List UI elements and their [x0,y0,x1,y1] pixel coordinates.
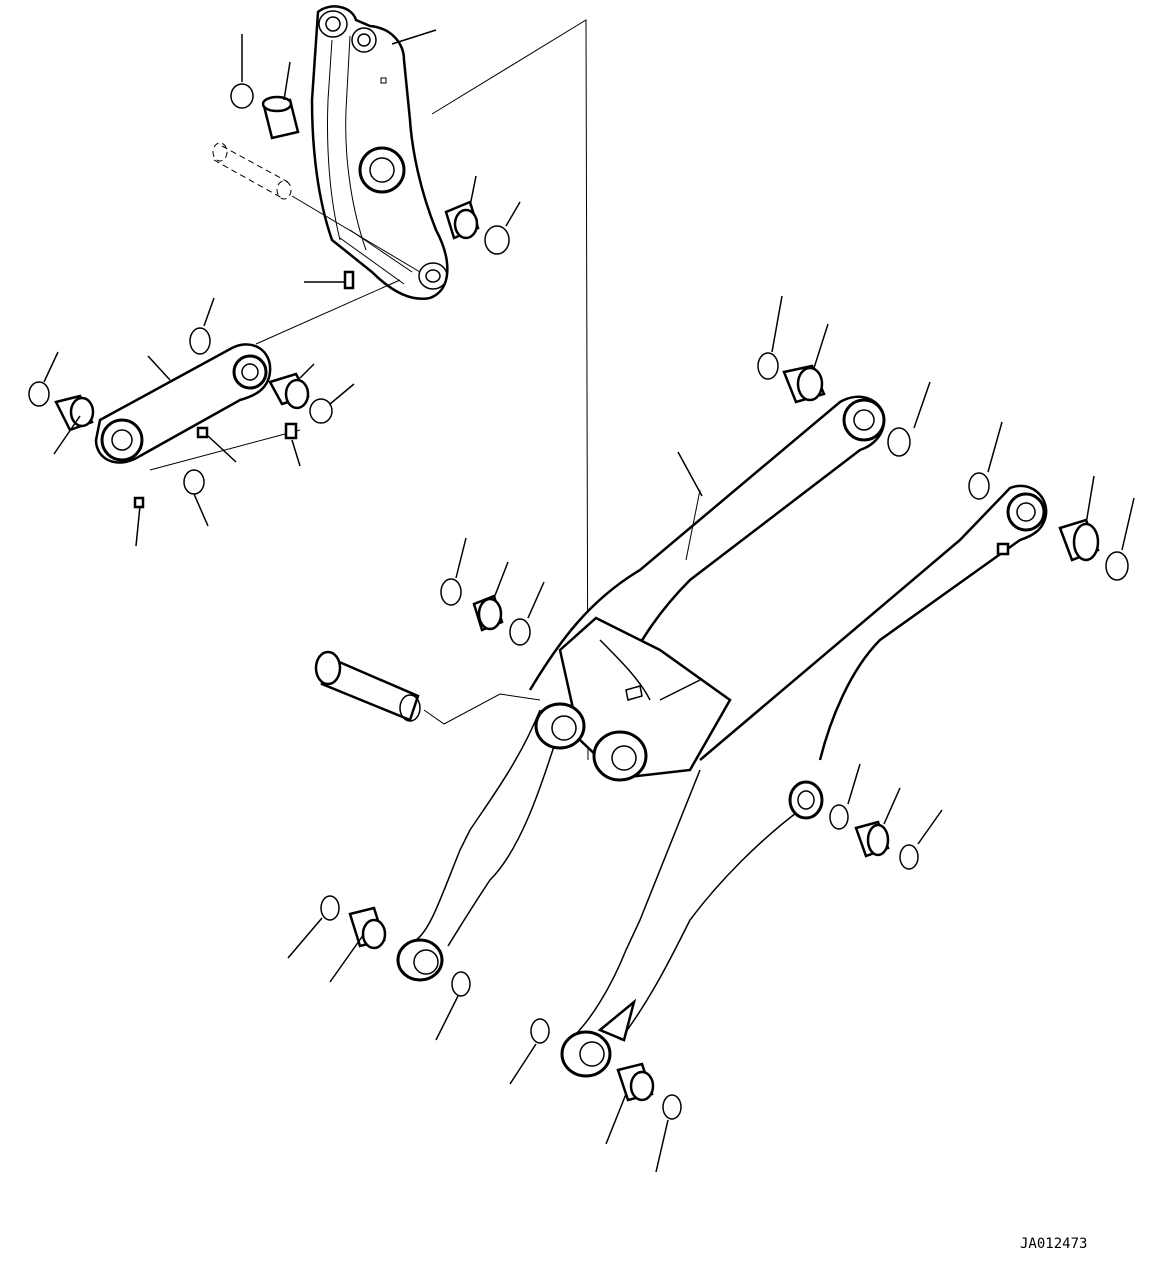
seal-ring [899,844,919,870]
bushing [54,394,95,432]
seal-ring [183,469,205,495]
lift-arm-left [396,395,886,982]
bushing [616,1062,655,1102]
bushing [261,95,300,140]
seal-ring [829,804,849,830]
bushing [854,820,890,858]
bushing [348,906,387,950]
lift-arm-right [560,484,1048,1078]
grease-fitting [133,496,145,547]
seal-ring [230,83,254,109]
seal-ring [440,578,462,606]
seal-ring [451,971,471,997]
grease-fitting [284,422,301,467]
seal-ring [968,472,990,500]
bushing [788,780,824,820]
bushing [472,594,504,632]
seal-ring [509,618,531,646]
pivot-pin [314,650,541,725]
seal-ring [1105,551,1129,581]
seal-ring [662,1094,682,1120]
seal-ring [320,895,340,921]
bellcrank [310,5,449,301]
bushing [1058,518,1100,562]
seal-ring [189,327,211,355]
bushing [782,364,826,404]
seal-ring [484,225,510,255]
link [94,343,301,471]
bushing [444,200,480,240]
grease-fitting [196,426,237,463]
seal-ring [887,427,911,457]
bushing [268,372,310,410]
grease-fitting [304,270,355,290]
seal-ring [309,398,333,424]
drawing-reference-code: JA012473 [1020,1236,1087,1252]
seal-ring [28,381,50,407]
bellcrank-pin [212,142,421,273]
cross-member [534,616,732,782]
leader-lines [43,29,1135,1173]
seal-ring [530,1018,550,1044]
seal-ring [757,352,779,380]
